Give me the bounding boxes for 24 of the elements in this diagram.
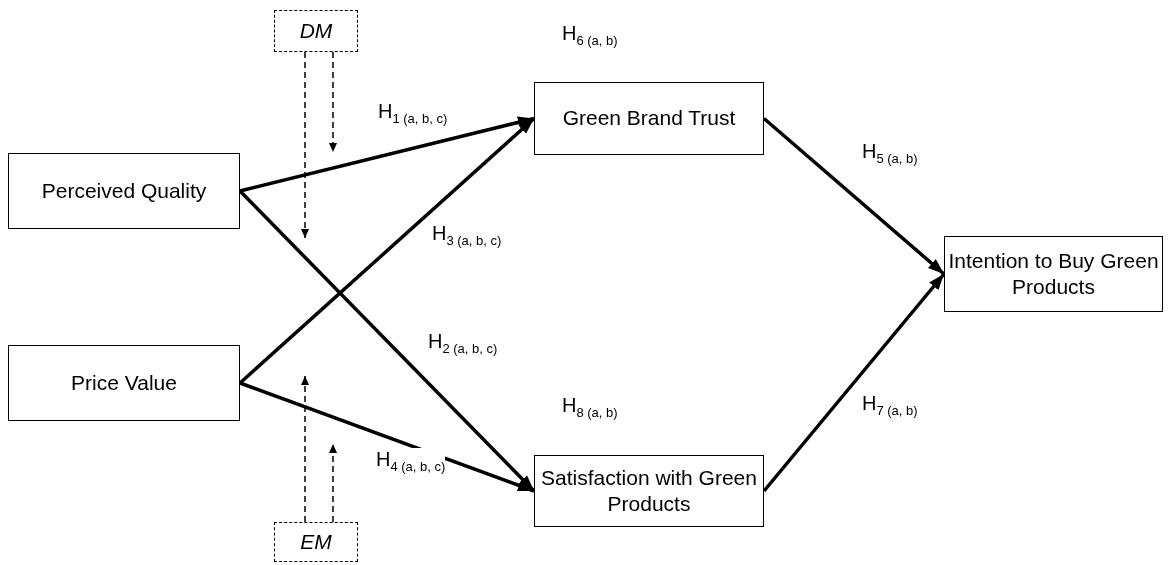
moderator-box bbox=[274, 522, 358, 562]
arrow bbox=[238, 117, 536, 385]
node-label: EM bbox=[300, 528, 332, 555]
node-label: Intention to Buy Green Products bbox=[947, 247, 1160, 300]
dashed-arrow bbox=[301, 375, 309, 523]
moderator-box bbox=[274, 10, 358, 52]
arrow bbox=[762, 117, 946, 276]
construct-box bbox=[534, 455, 764, 527]
arrow bbox=[239, 381, 535, 493]
arrow bbox=[239, 116, 535, 193]
node-label: DM bbox=[299, 17, 333, 44]
construct-box bbox=[8, 153, 240, 229]
construct-box bbox=[534, 82, 764, 155]
node-label: Perceived Quality bbox=[41, 177, 207, 204]
node-label: Satisfaction with Green Products bbox=[540, 464, 758, 517]
dashed-arrow bbox=[329, 51, 337, 153]
node-label: Green Brand Trust bbox=[562, 105, 736, 132]
edge-label: H$_{4 (a, b, c)}$ bbox=[376, 448, 446, 474]
construct-box bbox=[944, 236, 1163, 312]
node-label: Price Value bbox=[71, 369, 177, 396]
arrow bbox=[762, 272, 946, 493]
dashed-arrow bbox=[301, 51, 309, 239]
construct-box bbox=[8, 345, 240, 421]
dashed-arrow bbox=[329, 443, 337, 523]
